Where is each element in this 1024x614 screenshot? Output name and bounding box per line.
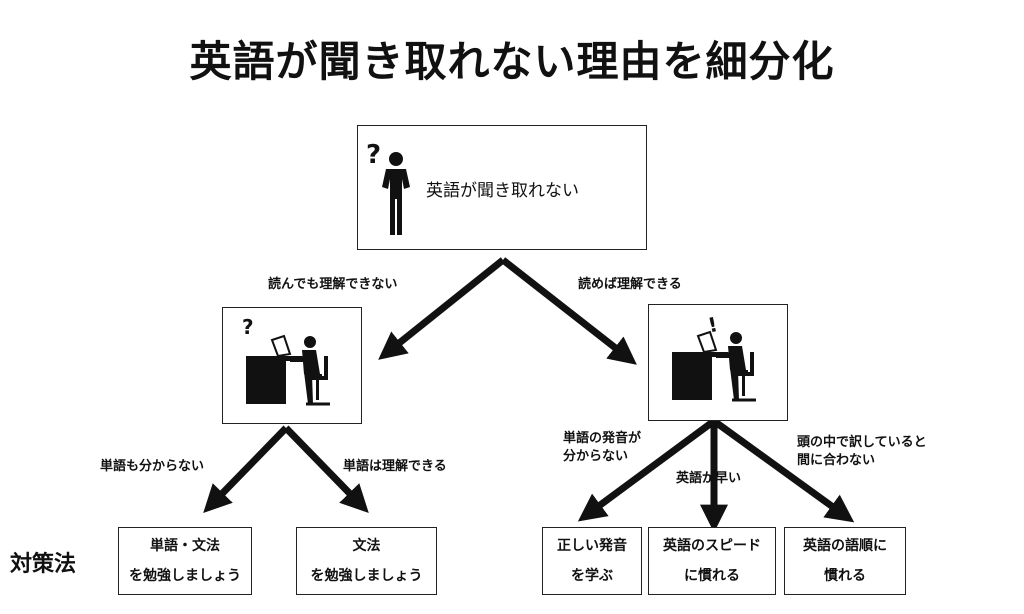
confused-person-icon: ? (366, 140, 410, 235)
right-node (648, 304, 788, 421)
leaf-speed: 英語のスピードに慣れる (648, 527, 776, 595)
branch-label-right-c-line2: 間に合わない (797, 453, 876, 468)
branch-label-right-a-line2: 分からない (563, 449, 629, 464)
leaf-line2: に慣れる (684, 568, 740, 584)
branch-label-right-c-line1: 頭の中で訳していると (797, 435, 927, 450)
branch-label-left-a: 単語も分からない (100, 459, 205, 474)
left-node (222, 307, 362, 424)
countermeasures-label: 対策法 (10, 552, 77, 577)
branch-label-right-b: 英語が早い (676, 471, 742, 486)
leaf-line2: を勉強しましょう (310, 568, 423, 584)
root-node (357, 125, 647, 250)
leaf-line1: 正しい発音 (557, 538, 627, 554)
svg-text:?: ? (366, 140, 381, 170)
leaf-line2: を勉強しましょう (129, 568, 241, 584)
branch-label-right-a-line1: 単語の発音が (563, 431, 642, 446)
arrow-left-to-leaf1 (203, 425, 289, 514)
svg-text:?: ? (242, 315, 254, 339)
leaf-line2: を学ぶ (571, 568, 613, 584)
branch-label-left: 読んでも理解できない (268, 277, 398, 292)
branch-label-right: 読めば理解できる (578, 277, 682, 292)
leaf-line2: 慣れる (824, 568, 866, 584)
leaf-grammar: 文法を勉強しましょう (296, 527, 437, 595)
arrow-root-to-left (378, 257, 506, 360)
root-label: 英語が聞き取れない (426, 181, 579, 201)
leaf-line1: 単語・文法 (150, 538, 220, 554)
arrow-right-to-leaf5 (711, 418, 855, 523)
arrow-left-to-leaf2 (283, 425, 369, 514)
arrow-root-to-right (500, 257, 637, 365)
confused-person-at-desk-icon: ? (242, 315, 330, 406)
branch-label-left-b: 単語は理解できる (343, 459, 447, 474)
diagram-title: 英語が聞き取れない理由を細分化 (189, 37, 835, 86)
leaf-word-order: 英語の語順に慣れる (784, 527, 906, 595)
realizing-person-at-desk-icon: ! (672, 312, 756, 402)
leaf-pronunciation: 正しい発音を学ぶ (542, 527, 642, 595)
leaf-line1: 英語の語順に (803, 538, 887, 554)
leaf-line1: 英語のスピード (663, 538, 761, 554)
leaf-line1: 文法 (352, 538, 381, 554)
arrow-right-to-leaf3 (577, 418, 717, 522)
leaf-vocab-grammar: 単語・文法を勉強しましょう (118, 527, 252, 595)
